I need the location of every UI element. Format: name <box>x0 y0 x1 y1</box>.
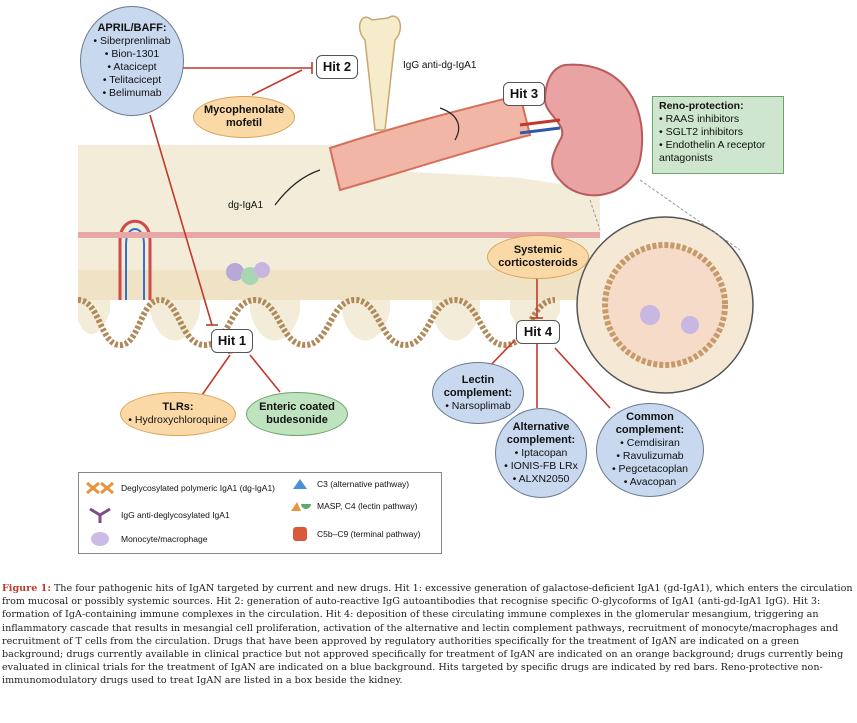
blood-vessel <box>328 93 532 192</box>
legend-igg-label: IgG anti-deglycosylated IgA1 <box>121 510 230 520</box>
enteric-budesonide: Enteric coated budesonide <box>246 392 348 436</box>
drug-item: • Iptacopan <box>514 446 568 459</box>
reno-title: Reno-protection: <box>659 100 744 112</box>
reno-item: • RAAS inhibitors <box>659 113 740 125</box>
hit-2-box: Hit 2 <box>316 55 358 79</box>
reno-item: • SGLT2 inhibitors <box>659 126 744 138</box>
masp-c4-icon <box>291 502 311 511</box>
systemic-label: Systemic corticosteroids <box>498 244 578 269</box>
drug-item: • ALXN2050 <box>512 472 570 485</box>
systemic-corticosteroids: Systemic corticosteroids <box>487 235 589 279</box>
legend-dg-label: Deglycosylated polymeric IgA1 (dg-IgA1) <box>121 483 276 493</box>
figure-caption: Figure 1: The four pathogenic hits of Ig… <box>2 582 854 688</box>
alternative-title: Alternative complement: <box>506 420 576 446</box>
dg-iga1-label: dg-IgA1 <box>228 200 264 211</box>
tlrs-drugs: TLRs: • Hydroxychloroquine <box>120 392 236 436</box>
common-title: Common complement: <box>615 411 685 436</box>
common-complement-drugs: Common complement: • Cemdisiran • Ravuli… <box>596 403 704 497</box>
drug-item: • Bion-1301 <box>104 48 160 60</box>
bone <box>358 15 402 131</box>
legend: Deglycosylated polymeric IgA1 (dg-IgA1) … <box>78 472 442 554</box>
april-baff-drugs: APRIL/BAFF: • Siberprenlimab • Bion-1301… <box>80 6 184 116</box>
april-baff-title: APRIL/BAFF: <box>97 22 167 34</box>
legend-mono-label: Monocyte/macrophage <box>121 534 208 544</box>
hit-4-box: Hit 4 <box>516 320 560 344</box>
caption-text: The four pathogenic hits of IgAN targete… <box>2 583 853 687</box>
epithelium <box>77 296 556 349</box>
lectin-complement-drugs: Lectin complement: • Narsoplimab <box>432 362 524 424</box>
drug-item: • Avacopan <box>623 476 677 488</box>
legend-masp-label: MASP, C4 (lectin pathway) <box>317 501 418 511</box>
gut-capillary-red <box>118 219 152 300</box>
drug-item: • Atacicept <box>107 61 157 73</box>
hit-3-box: Hit 3 <box>503 82 545 106</box>
monocyte-icon <box>91 532 109 546</box>
mycophenolate-label: Mycophenolate mofetil <box>204 104 285 129</box>
c5b-c9-icon <box>293 527 307 541</box>
drug-item: • Hydroxychloroquine <box>128 414 228 426</box>
mycophenolate-drug: Mycophenolate mofetil <box>193 96 295 138</box>
enteric-label: Enteric coated budesonide <box>259 401 335 426</box>
drug-item: • Narsoplimab <box>445 399 511 412</box>
drug-item: • Belimumab <box>102 87 162 99</box>
drug-item: • Ravulizumab <box>616 450 684 462</box>
gut-capillary-blue <box>125 228 145 300</box>
drug-item: • Telitacicept <box>102 74 162 86</box>
igg-icon <box>89 507 111 523</box>
igg-anti-label: IgG anti-dg-IgA1 <box>403 60 477 71</box>
kidney <box>543 63 644 197</box>
dg-iga1-icon <box>86 481 114 495</box>
alternative-complement-drugs: Alternative complement: • Iptacopan • IO… <box>495 408 587 498</box>
caption-label: Figure 1: <box>2 583 51 594</box>
c3-icon <box>293 479 307 489</box>
drug-item: • IONIS-FB LRx <box>504 459 578 472</box>
lectin-title: Lectin complement: <box>443 373 513 399</box>
reno-item: • Endothelin A receptor antagonists <box>659 139 766 164</box>
tlrs-title: TLRs: <box>162 401 194 413</box>
legend-c3-label: C3 (alternative pathway) <box>317 479 410 489</box>
reno-protection-box: Reno-protection: • RAAS inhibitors • SGL… <box>652 96 784 174</box>
hit-1-box: Hit 1 <box>211 329 253 353</box>
legend-c5b-label: C5b–C9 (terminal pathway) <box>317 529 421 539</box>
drug-item: • Pegcetacoplan <box>611 463 689 475</box>
drug-item: • Cemdisiran <box>620 437 680 449</box>
drug-item: • Siberprenlimab <box>93 35 171 47</box>
immune-cells <box>226 263 244 281</box>
